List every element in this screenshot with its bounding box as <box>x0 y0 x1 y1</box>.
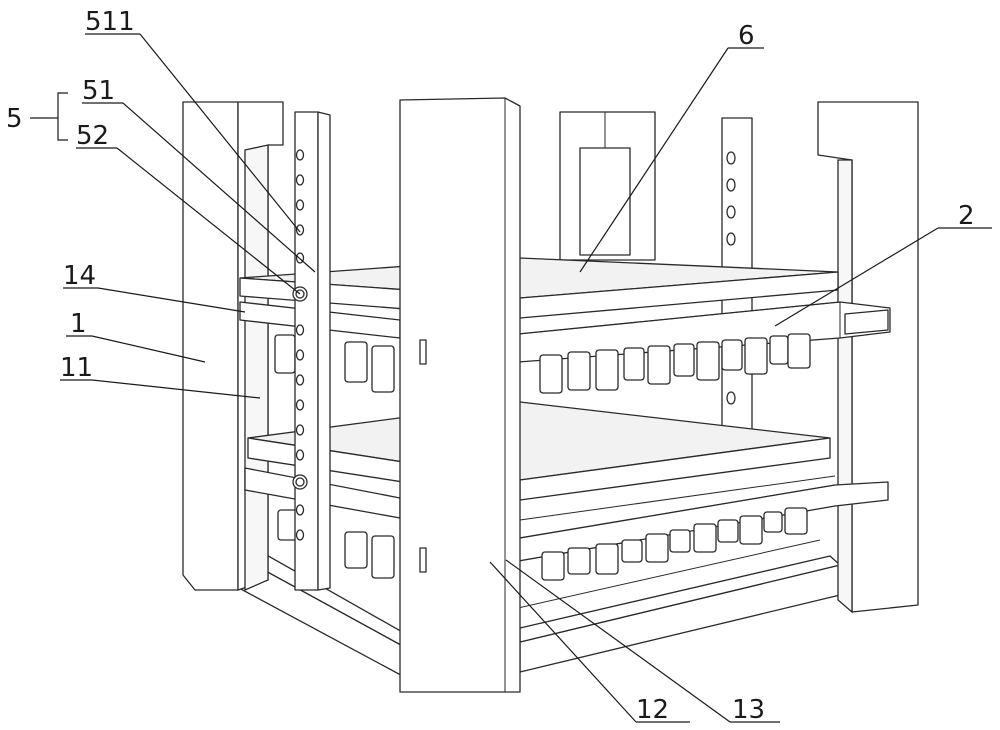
leader-lines <box>30 33 992 723</box>
front-upright <box>399 97 521 693</box>
label-6: 6 <box>738 21 755 51</box>
lower-rollers <box>277 507 808 581</box>
left-adjust-strip <box>292 111 331 591</box>
label-1: 1 <box>70 309 87 339</box>
labels: 511 51 5 52 14 1 11 6 2 12 13 <box>6 7 975 725</box>
label-13: 13 <box>732 695 765 725</box>
upper-rollers <box>274 333 811 394</box>
label-14: 14 <box>63 261 96 291</box>
label-511: 511 <box>85 7 135 37</box>
label-2: 2 <box>958 201 975 231</box>
upper-plate <box>239 257 839 319</box>
label-12: 12 <box>636 695 669 725</box>
label-52: 52 <box>76 121 109 151</box>
label-11: 11 <box>60 353 93 383</box>
left-back-upright <box>182 101 284 591</box>
back-middle-upright <box>559 111 656 261</box>
base-frame <box>223 539 841 681</box>
label-51: 51 <box>82 76 115 106</box>
right-back-upright <box>817 101 919 614</box>
label-5: 5 <box>6 104 23 134</box>
